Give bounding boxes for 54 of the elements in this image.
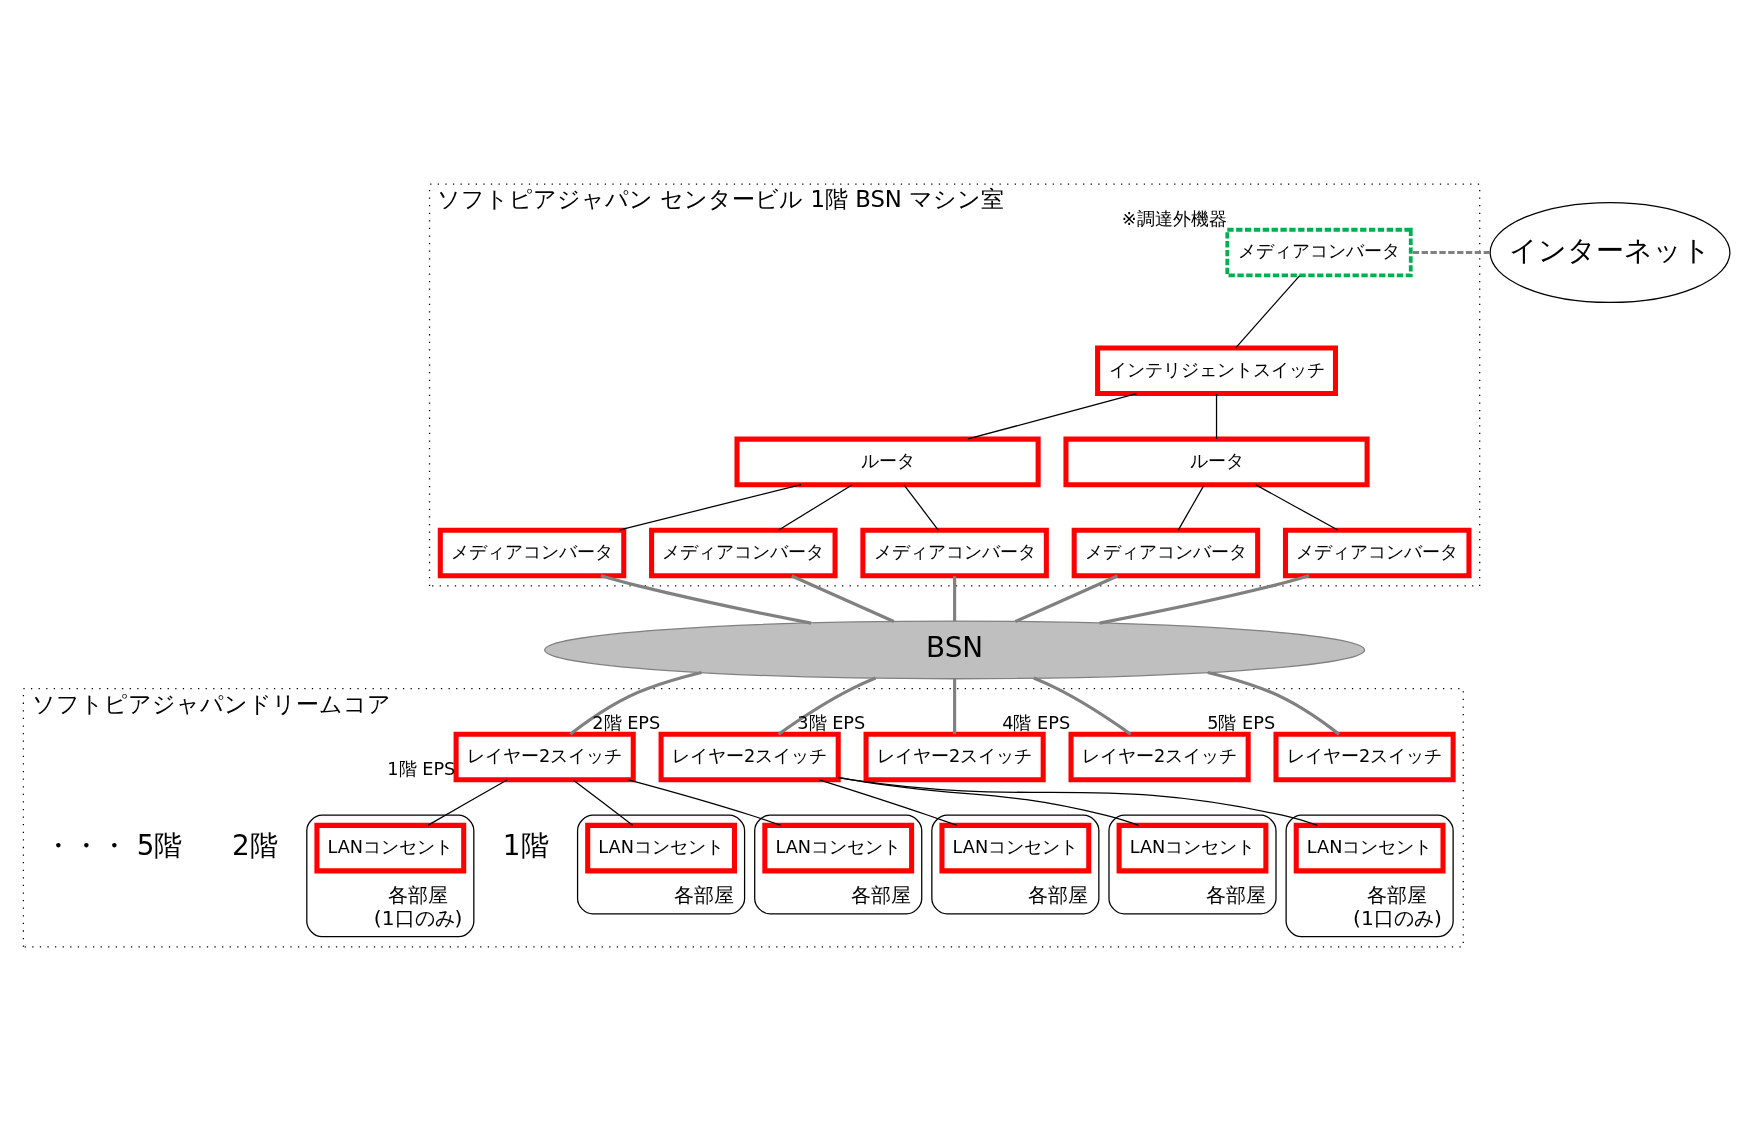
- connector: [1033, 676, 1132, 736]
- node-box: LANコンセント: [939, 822, 1092, 874]
- node-box: レイヤー2スイッチ: [1068, 731, 1251, 783]
- node-ellipse: BSN: [544, 620, 1366, 680]
- connector: [953, 678, 957, 735]
- connector: [818, 779, 958, 826]
- connector: [1099, 574, 1310, 625]
- connector: [572, 779, 634, 826]
- node-box: ルータ: [1063, 436, 1370, 488]
- label: ・・・ 5階: [43, 829, 183, 863]
- node-box: メディアコンバータ: [437, 527, 627, 579]
- node-box: レイヤー2スイッチ: [863, 731, 1046, 783]
- node-box: メディアコンバータ: [1071, 527, 1261, 579]
- connector: [1177, 484, 1205, 531]
- node-box: LANコンセント: [314, 822, 467, 874]
- node-label: ※調達外機器: [1121, 208, 1227, 229]
- connector: [569, 671, 702, 736]
- connector: [427, 779, 508, 826]
- connector: [1215, 393, 1218, 440]
- connector: [791, 574, 895, 623]
- node-box: メディアコンバータ: [649, 527, 838, 579]
- connector: [618, 484, 802, 531]
- connector: [600, 574, 812, 625]
- node-box: ルータ: [734, 436, 1041, 488]
- node-label: 2階 EPS: [592, 713, 661, 734]
- node-box: メディアコンバータ: [860, 527, 1049, 579]
- node-label: 5階 EPS: [1207, 713, 1276, 734]
- connector: [777, 676, 877, 736]
- connector: [1207, 671, 1340, 736]
- node-box: LANコンセント: [1293, 822, 1446, 874]
- connector: [967, 393, 1138, 440]
- connector: [1014, 574, 1119, 623]
- connector: [1235, 274, 1301, 349]
- node-label: 4階 EPS: [1002, 713, 1071, 734]
- node-box: メディアコンバータ: [1282, 527, 1472, 579]
- node-box: レイヤー2スイッチ: [1273, 731, 1456, 783]
- connector: [1411, 250, 1490, 255]
- node-label: 3階 EPS: [797, 713, 866, 734]
- node-box: メディアコンバータ: [1225, 227, 1413, 278]
- connector: [778, 484, 853, 531]
- label: 2階: [232, 829, 278, 863]
- label: 1階: [502, 829, 549, 863]
- node-box: レイヤー2スイッチ: [658, 731, 841, 783]
- node-ellipse: インターネット: [1489, 201, 1731, 304]
- node-box: レイヤー2スイッチ: [453, 731, 636, 783]
- connector: [903, 484, 939, 531]
- node-box: LANコンセント: [1116, 822, 1269, 874]
- node-box: LANコンセント: [762, 822, 915, 874]
- connector: [1255, 484, 1339, 531]
- node-box: LANコンセント: [585, 822, 737, 874]
- connector: [627, 779, 782, 826]
- node-box: インテリジェントスイッチ: [1095, 345, 1338, 397]
- connector: [837, 777, 1318, 826]
- connector: [953, 576, 957, 622]
